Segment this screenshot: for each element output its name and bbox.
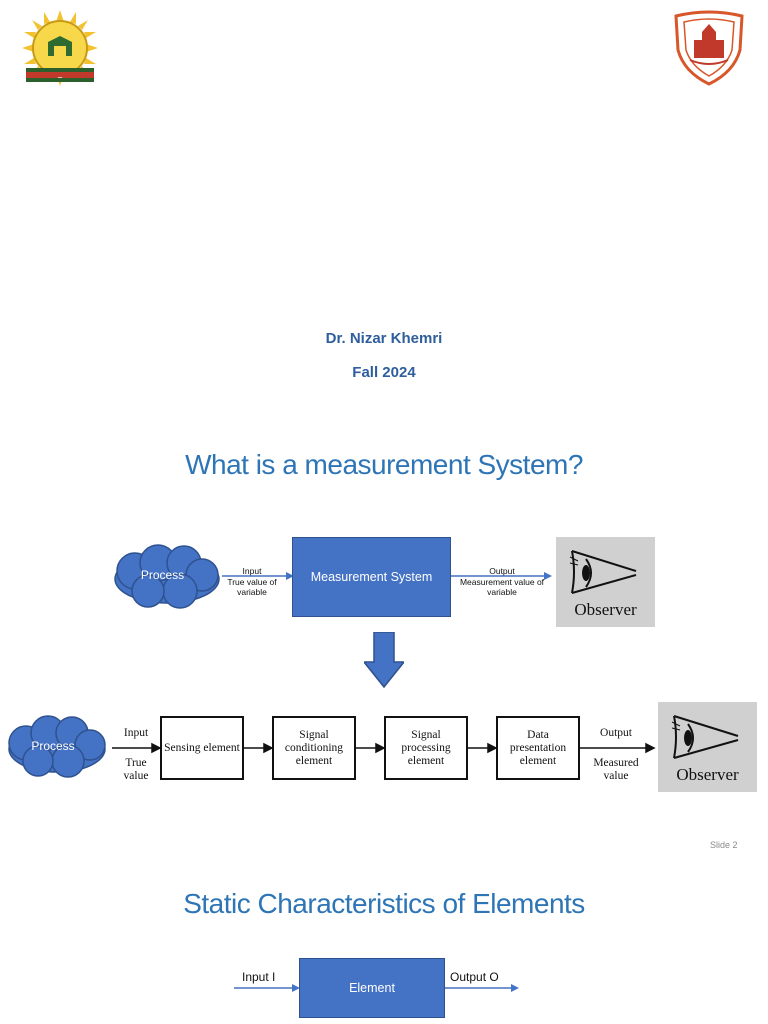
slide-title-static-characteristics: Static Characteristics of Elements [183,888,585,919]
element-input-label: Input I [242,970,276,984]
arrow-input-top [222,572,294,580]
observer-box-bottom: Observer [658,702,757,792]
slide-title-measurement-system: What is a measurement System? [185,449,583,480]
signal-processing-box: Signal processing element [384,716,468,780]
eye-icon [671,715,739,759]
university-shield-logo [674,10,744,86]
process-label-top: Process [140,568,185,582]
element-output-arrow [445,984,519,992]
course-term: Fall 2024 [352,364,416,381]
process-cloud-bottom [8,715,106,778]
university-seal-logo: ~ [22,10,98,86]
bottom-input-sub: True value [123,757,149,782]
top-input-label: Input [242,566,262,576]
slide-number: Slide 2 [710,840,738,850]
element-input-arrow [234,984,300,992]
svg-text:~: ~ [57,74,63,82]
bottom-output-sub: Measured value [593,757,639,782]
author-name: Dr. Nizar Khemri [325,330,443,347]
top-input-sub: True value of variable [227,577,277,597]
arrow-output-top [451,572,552,580]
bottom-input-label: Input [123,727,149,739]
signal-conditioning-box: Signal conditioning element [272,716,356,780]
eye-icon [569,550,637,594]
top-output-sub: Measurement value of variable [459,577,545,597]
observer-label-bottom: Observer [676,765,739,784]
sensing-element-box: Sensing element [160,716,244,780]
observer-label-top: Observer [574,600,637,619]
down-arrow-icon [364,632,404,688]
process-label-bottom: Process [31,739,75,753]
data-presentation-box: Data presentation element [496,716,580,780]
element-output-label: Output O [450,970,499,984]
element-box: Element [299,958,445,1018]
top-output-label: Output [489,566,515,576]
bottom-output-label: Output [600,727,632,739]
process-cloud-top [114,544,220,609]
observer-box-top: Observer [556,537,655,627]
measurement-system-box: Measurement System [292,537,451,617]
arrow-line-bottom [112,742,656,754]
